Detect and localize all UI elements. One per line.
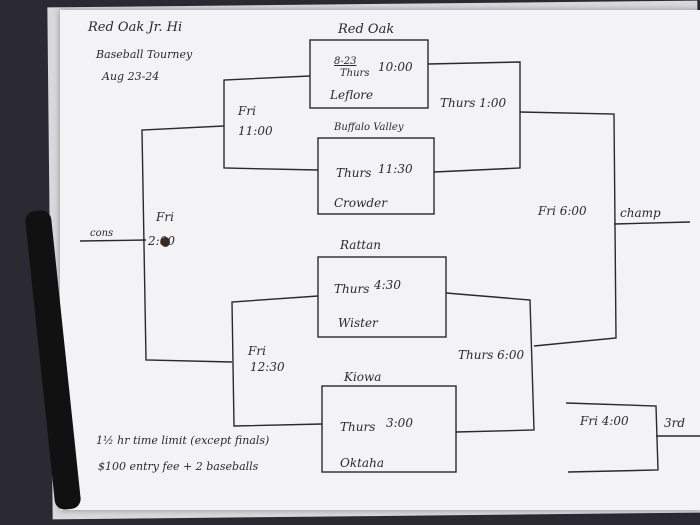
game-day: Thurs bbox=[340, 420, 376, 434]
game-final: Fri 6:00 bbox=[538, 204, 587, 218]
paper-sheet bbox=[60, 10, 700, 510]
label-cons: cons bbox=[90, 228, 114, 239]
bracket-third-place bbox=[565, 402, 659, 473]
game-day: Thurs bbox=[336, 166, 372, 180]
team-rattan: Rattan bbox=[340, 238, 381, 252]
game-box-rattan-wister bbox=[317, 256, 447, 338]
team-wister: Wister bbox=[338, 316, 378, 330]
game-day: Thurs bbox=[334, 282, 370, 296]
note-time-limit: 1½ hr time limit (except finals) bbox=[96, 434, 270, 447]
team-leflore: Leflore bbox=[330, 88, 374, 102]
bracket-thurs-600 bbox=[445, 292, 535, 433]
game-box-kiowa-oktaha bbox=[321, 385, 457, 473]
game-day: Thurs bbox=[340, 68, 370, 79]
ink-smudge bbox=[161, 237, 170, 247]
game-time: 11:00 bbox=[238, 124, 273, 138]
game-thurs-100: Thurs 1:00 bbox=[440, 96, 507, 110]
champ-line bbox=[613, 221, 691, 225]
cons-line bbox=[79, 239, 147, 242]
game-time: 12:30 bbox=[250, 360, 285, 374]
game-day: Fri bbox=[156, 210, 174, 224]
game-third-place: Fri 4:00 bbox=[580, 414, 629, 428]
game-time: 11:30 bbox=[378, 162, 413, 176]
team-oktaha: Oktaha bbox=[340, 456, 384, 470]
label-third: 3rd bbox=[664, 416, 686, 430]
bracket-thurs-100 bbox=[427, 61, 521, 173]
game-box-red-oak-leflore bbox=[309, 39, 429, 109]
game-time: 10:00 bbox=[378, 60, 413, 74]
title-line-2: Baseball Tourney bbox=[96, 48, 193, 61]
team-red-oak: Red Oak bbox=[338, 22, 395, 37]
title-line-3: Aug 23-24 bbox=[102, 70, 160, 83]
team-buffalo-valley: Buffalo Valley bbox=[334, 122, 404, 133]
game-date: 8-23 bbox=[334, 56, 357, 67]
bracket-fri-1100 bbox=[223, 75, 319, 171]
game-box-buffalo-valley-crowder bbox=[317, 137, 435, 215]
game-thurs-600: Thurs 6:00 bbox=[458, 348, 525, 362]
team-crowder: Crowder bbox=[334, 196, 387, 210]
bracket-fri-200 bbox=[141, 125, 233, 363]
game-day: Fri bbox=[238, 104, 256, 118]
bracket-final bbox=[519, 111, 617, 347]
title-line-1: Red Oak Jr. Hi bbox=[88, 20, 183, 35]
label-champ: champ bbox=[620, 206, 661, 220]
game-time: 4:30 bbox=[374, 278, 401, 292]
game-day: Fri bbox=[248, 344, 266, 358]
bracket-fri-1230 bbox=[231, 295, 323, 427]
game-time: 3:00 bbox=[386, 416, 413, 430]
note-entry-fee: $100 entry fee + 2 baseballs bbox=[98, 460, 259, 473]
team-kiowa: Kiowa bbox=[344, 370, 382, 384]
